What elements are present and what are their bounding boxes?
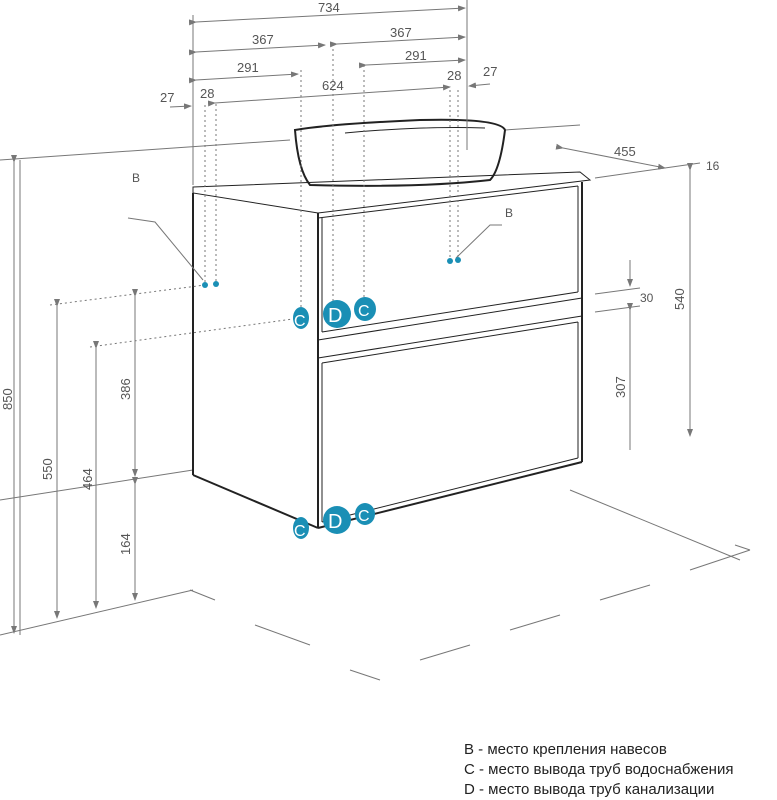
- top-dimensions: 734 367 367 291 291 624 28 28 27 27: [160, 0, 497, 320]
- marker-d-bottom: D: [328, 511, 342, 533]
- dim-28-left: 28: [200, 86, 214, 101]
- marker-c-top-left: C: [294, 313, 306, 330]
- right-dimensions: 455 16 540 30 307: [555, 143, 720, 450]
- dim-164: 164: [118, 533, 133, 555]
- dim-367-left: 367: [252, 32, 274, 47]
- legend: B - место крепления навесов C - место вы…: [464, 740, 733, 800]
- markers: B B C D C C D C: [127, 171, 513, 540]
- dim-27-left: 27: [160, 90, 174, 105]
- hinge-point-icon: [213, 281, 219, 287]
- dim-624: 624: [322, 78, 344, 93]
- legend-item-b: B - место крепления навесов: [464, 741, 667, 758]
- marker-d-top: D: [328, 305, 342, 327]
- dim-550: 550: [40, 458, 55, 480]
- legend-item-d: D - место вывода труб канализации: [464, 781, 715, 798]
- dim-367-right: 367: [390, 25, 412, 40]
- marker-c-bottom-left: C: [294, 523, 306, 540]
- room-guides: [0, 124, 751, 681]
- basin: [293, 118, 507, 187]
- dim-850: 850: [0, 388, 15, 410]
- dim-291-right: 291: [405, 48, 427, 63]
- marker-c-bottom-right: C: [358, 508, 370, 525]
- legend-item-c: C - место вывода труб водоснабжения: [464, 761, 734, 778]
- dim-540: 540: [672, 288, 687, 310]
- hinge-point-icon: [455, 257, 461, 263]
- dim-27-right: 27: [483, 64, 497, 79]
- dim-455: 455: [614, 144, 636, 159]
- dim-734: 734: [318, 0, 340, 15]
- label-b-right: B: [505, 206, 513, 220]
- dim-30: 30: [640, 291, 654, 305]
- dim-307: 307: [613, 376, 628, 398]
- dim-16: 16: [706, 159, 720, 173]
- dim-28-right: 28: [447, 68, 461, 83]
- marker-c-top-right: C: [358, 303, 370, 320]
- dim-464: 464: [80, 468, 95, 490]
- hinge-point-icon: [447, 258, 453, 264]
- dim-291-left: 291: [237, 60, 259, 75]
- label-b-left: B: [132, 171, 140, 185]
- hinge-point-icon: [202, 282, 208, 288]
- left-dimensions: 850 550 464 386 164: [0, 155, 301, 634]
- cabinet: [192, 171, 592, 529]
- dim-386: 386: [118, 378, 133, 400]
